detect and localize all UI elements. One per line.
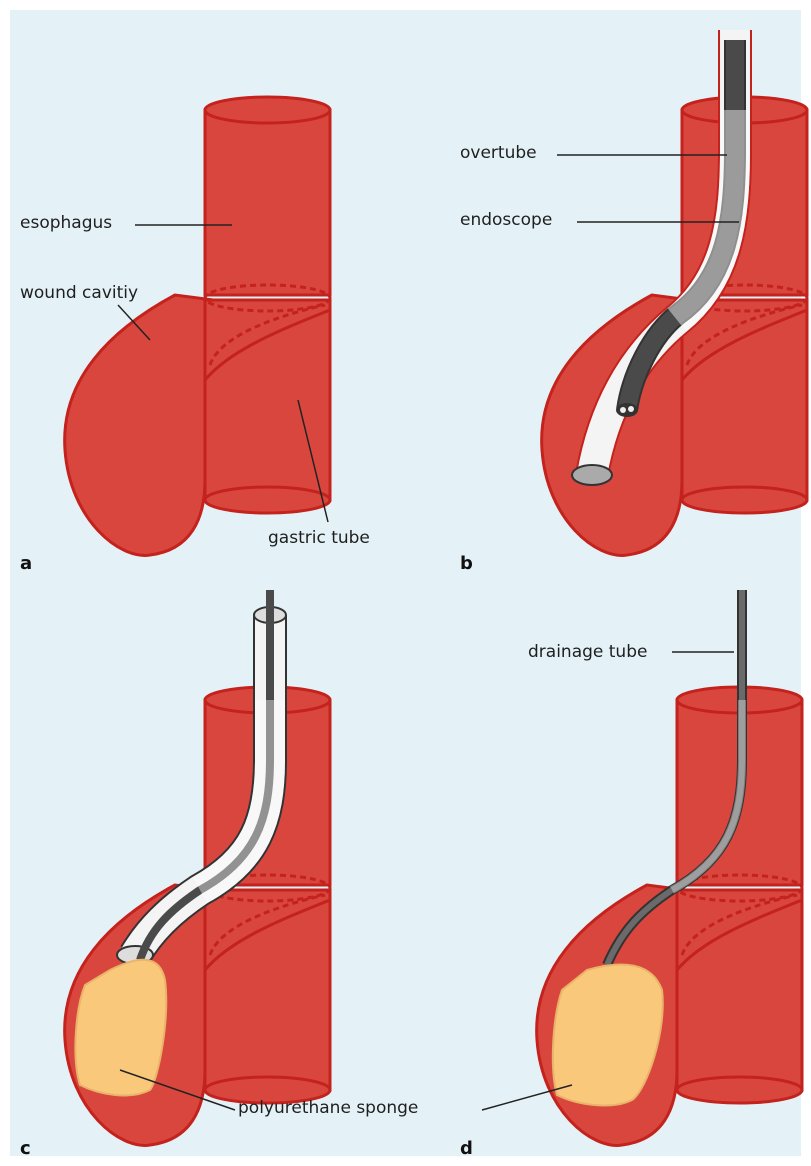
panel-c-illustration xyxy=(65,590,330,1145)
panel-letter-c: c xyxy=(20,1140,31,1158)
label-drainage-tube: drainage tube xyxy=(528,644,647,661)
label-gastric-tube: gastric tube xyxy=(268,530,370,547)
label-wound-cavity: wound cavitiy xyxy=(20,285,138,302)
panel-letter-a: a xyxy=(20,555,32,573)
label-overtube: overtube xyxy=(460,145,537,162)
panel-a-illustration xyxy=(65,97,330,555)
label-polyurethane-sponge: polyurethane sponge xyxy=(238,1100,418,1117)
panel-letter-b: b xyxy=(460,555,473,573)
label-endoscope: endoscope xyxy=(460,212,552,229)
label-esophagus: esophagus xyxy=(20,215,112,232)
panel-d-illustration xyxy=(482,590,802,1145)
panel-letter-d: d xyxy=(460,1140,473,1158)
panel-b-illustration xyxy=(542,30,807,555)
